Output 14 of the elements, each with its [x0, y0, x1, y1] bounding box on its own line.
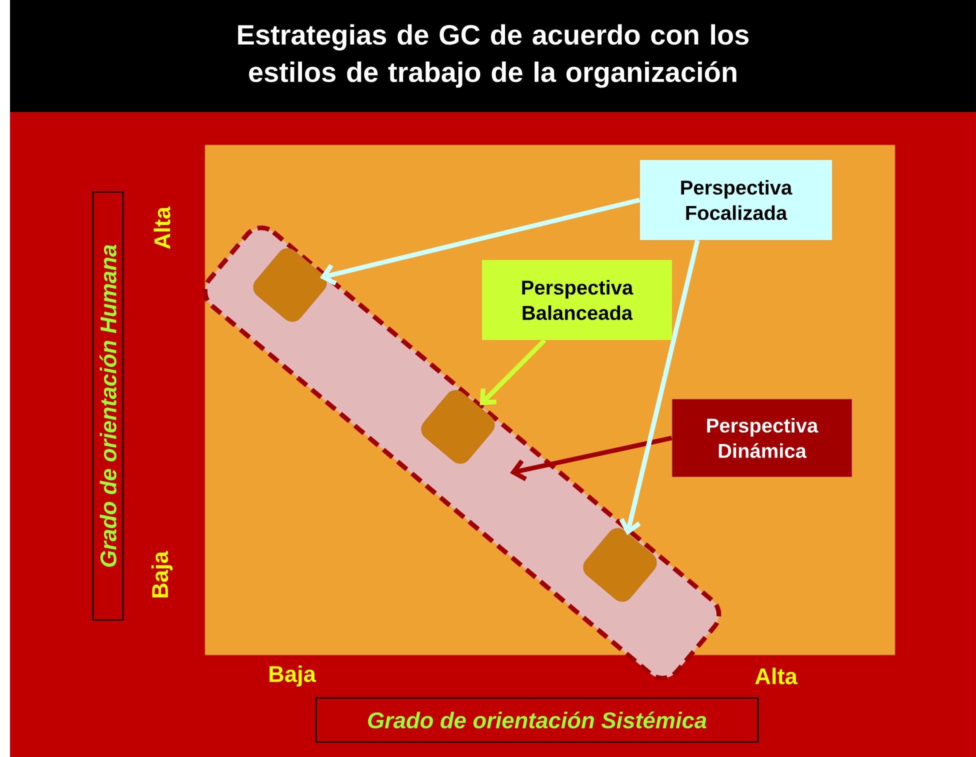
axis-value: Alta: [154, 206, 170, 249]
title: Estrategias de GC de acuerdo con los estilos de trabajo de la organización: [10, 0, 976, 112]
axis-title: Grado de orientación Humana: [92, 191, 124, 621]
callout-box: Perspectiva Balanceada: [482, 260, 672, 340]
arrow: [480, 338, 546, 406]
arrow: [619, 240, 700, 536]
arrow: [320, 198, 640, 286]
axis-title: Grado de orientación Sistémica: [315, 697, 759, 743]
axis-value: Baja: [151, 550, 173, 598]
callout-box: Perspectiva Focalizada: [640, 160, 832, 240]
axis-value: Baja: [270, 665, 316, 687]
arrow: [510, 436, 672, 482]
axis-value: Alta: [755, 668, 798, 684]
callout-box: Perspectiva Dinámica: [672, 398, 852, 478]
